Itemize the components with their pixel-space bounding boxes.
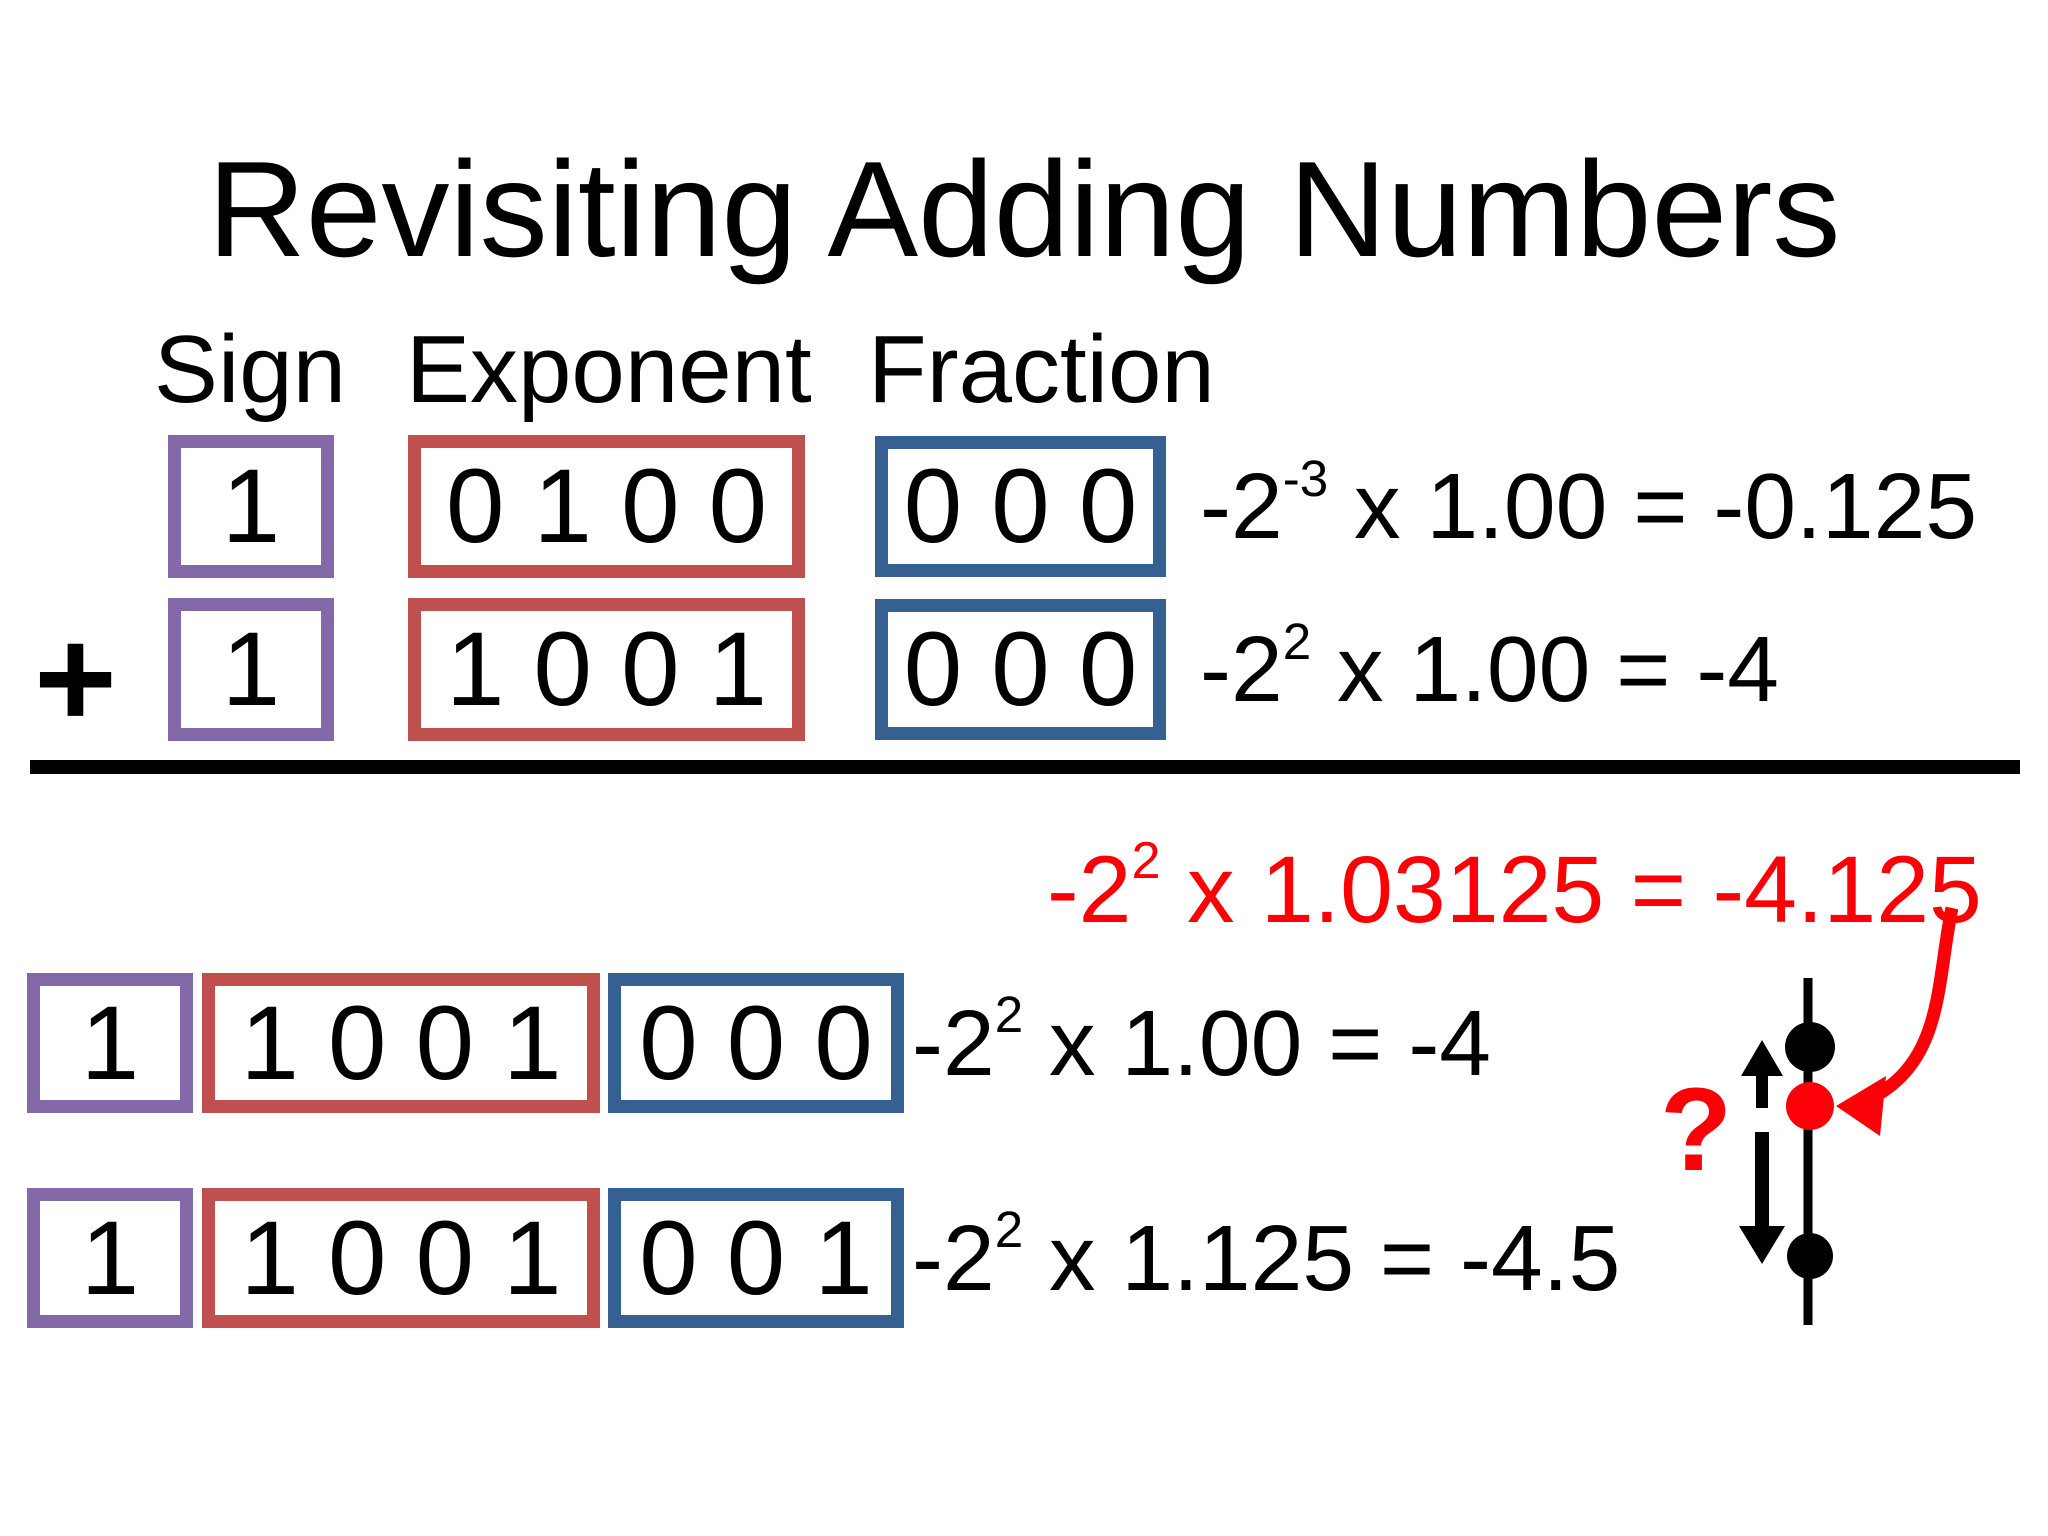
row3-eq-rest: x 1.00 = -4: [1023, 990, 1492, 1095]
row3-exponent-box: 1 0 0 1: [202, 973, 600, 1113]
result-eq-exponent: 2: [1131, 832, 1161, 891]
exact-result-dot: [1786, 1082, 1834, 1130]
row4-eq-exponent: 2: [994, 1201, 1024, 1259]
sum-divider-line: [30, 760, 2020, 774]
row3-fraction-box: 0 0 0: [608, 973, 904, 1113]
row1-eq-rest: x 1.00 = -0.125: [1328, 454, 1978, 558]
header-exponent: Exponent: [406, 316, 812, 423]
plus-operator: +: [34, 599, 117, 758]
row4-eq-rest: x 1.125 = -4.5: [1023, 1205, 1621, 1310]
row1-equation: -2-3 x 1.00 = -0.125: [1200, 435, 1977, 578]
row2-sign-box: 1: [168, 598, 334, 741]
header-sign: Sign: [153, 316, 347, 423]
row2-eq-base: -2: [1200, 617, 1283, 721]
result-eq-base: -2: [1047, 836, 1132, 943]
row3-sign-box: 1: [27, 973, 193, 1113]
row4-exponent-box: 1 0 0 1: [202, 1188, 600, 1328]
row1-fraction-box: 0 0 0: [875, 436, 1166, 577]
header-fraction: Fraction: [868, 316, 1215, 423]
row1-eq-exponent: -3: [1282, 449, 1329, 507]
row3-eq-exponent: 2: [994, 986, 1024, 1044]
row4-fraction-box: 0 0 1: [608, 1188, 904, 1328]
question-mark: ?: [1660, 1064, 1732, 1196]
row2-eq-exponent: 2: [1282, 612, 1312, 670]
lower-value-dot: [1787, 1233, 1833, 1279]
row2-fraction-box: 0 0 0: [875, 599, 1166, 740]
upper-value-dot: [1785, 1022, 1835, 1072]
row1-sign-box: 1: [168, 435, 334, 578]
row4-sign-box: 1: [27, 1188, 193, 1328]
result-eq-rest: x 1.03125 = -4.125: [1160, 836, 1982, 943]
row3-eq-base: -2: [912, 990, 995, 1095]
row1-exponent-box: 0 1 0 0: [408, 435, 805, 578]
rounding-direction-diagram: ?: [1660, 906, 1959, 1325]
result-pointer-arrow: [1836, 906, 1959, 1136]
page-title: Revisiting Adding Numbers: [207, 133, 1841, 285]
round-up-arrow-icon: [1741, 1040, 1783, 1108]
row4-eq-base: -2: [912, 1205, 995, 1310]
round-down-arrow-icon: [1739, 1132, 1785, 1264]
row2-eq-rest: x 1.00 = -4: [1311, 617, 1780, 721]
row1-eq-base: -2: [1200, 454, 1283, 558]
row2-exponent-box: 1 0 0 1: [408, 598, 805, 741]
